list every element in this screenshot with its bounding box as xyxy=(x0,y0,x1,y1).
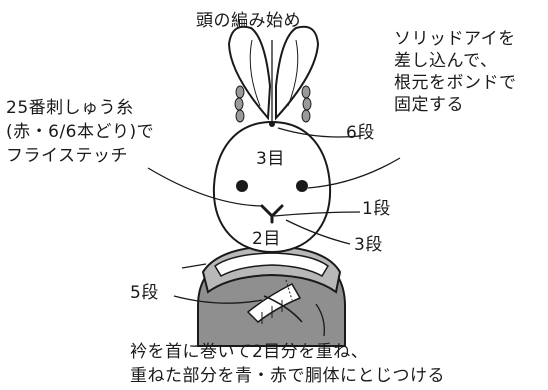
label-row1: 1段 xyxy=(362,199,391,219)
rabbit-head xyxy=(212,120,332,254)
label-row5: 5段 xyxy=(130,283,159,303)
label-st2: 2目 xyxy=(252,229,281,249)
ear-beads xyxy=(234,85,312,123)
label-row3: 3段 xyxy=(354,235,383,255)
label-st3: 3目 xyxy=(256,149,285,169)
label-head-start: 頭の編み始め xyxy=(196,11,301,31)
left-eye xyxy=(236,180,248,192)
mouth-stitch xyxy=(260,204,284,224)
right-eye xyxy=(296,180,308,192)
left-ear xyxy=(227,25,272,121)
collar-overlap xyxy=(246,283,302,323)
label-row6: 6段 xyxy=(346,123,375,143)
collar-inner xyxy=(213,252,329,278)
label-embroidery: 25番刺しゅう糸 (赤・6/6本どり)で フライステッチ xyxy=(6,98,155,166)
leader-lines xyxy=(147,40,401,337)
label-collar-note: 衿を首に巻いて2目分を重ね、 重ねた部分を青・赤で胴体にとじつける xyxy=(130,342,445,386)
label-solid-eye: ソリッドアイを 差し込んで、 根元をボンドで 固定する xyxy=(394,29,517,115)
